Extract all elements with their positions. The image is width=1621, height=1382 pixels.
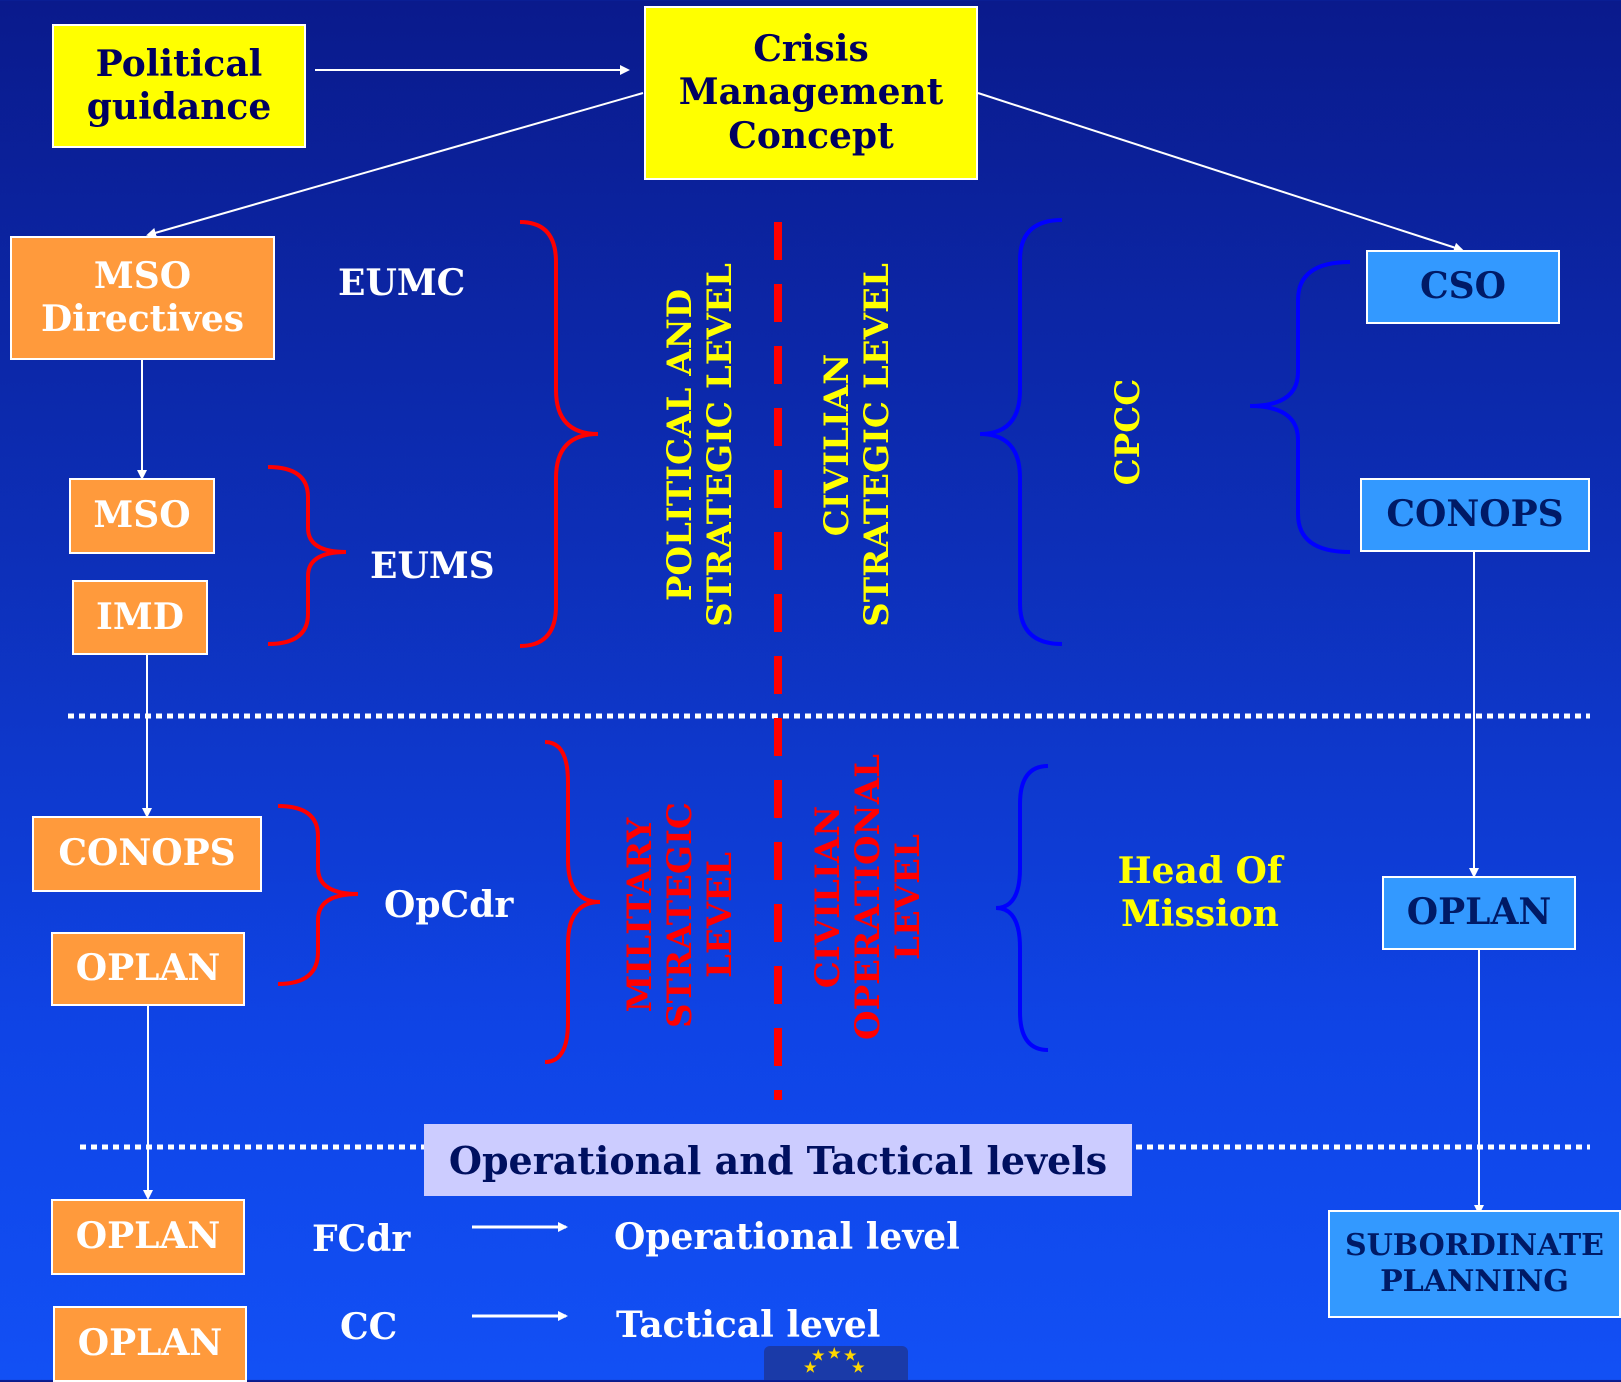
oplan-right-box: OPLAN — [1382, 876, 1576, 950]
subordinate-planning-box: SUBORDINATE PLANNING — [1328, 1210, 1621, 1318]
eumc-label: EUMC — [338, 262, 466, 304]
mso-text: MSO — [93, 494, 191, 537]
oplan-tactical-box: OPLAN — [53, 1306, 247, 1382]
oplan-left-box: OPLAN — [51, 932, 245, 1006]
fcdr-label: FCdr — [312, 1218, 411, 1260]
mso-box: MSO — [69, 478, 215, 554]
cc-label: CC — [340, 1306, 398, 1348]
mso-directives-box: MSO Directives — [10, 236, 275, 360]
imd-text: IMD — [96, 595, 184, 638]
eums-label: EUMS — [370, 545, 495, 587]
eu-flag-icon: ★ ★ ★ ★ ★ — [764, 1346, 908, 1380]
arrow-cmc-to-mso-directives — [146, 92, 644, 238]
conops-right-text: CONOPS — [1386, 493, 1564, 536]
political-guidance-box: Political guidance — [52, 24, 306, 148]
conops-left-text: CONOPS — [58, 832, 236, 875]
cso-box: CSO — [1366, 250, 1560, 324]
red-brace-political — [519, 220, 599, 648]
conops-right-box: CONOPS — [1360, 478, 1590, 552]
political-strategic-level-label: POLITICAL AND STRATEGIC LEVEL — [660, 263, 741, 627]
head-of-mission-label: Head Of Mission — [1117, 850, 1283, 936]
political-guidance-text: Political guidance — [86, 42, 272, 128]
red-brace-eums — [267, 465, 347, 646]
opcdr-label: OpCdr — [384, 884, 514, 926]
blue-brace-cpcc — [979, 218, 1063, 646]
red-brace-opcdr — [277, 804, 359, 986]
subordinate-planning-text: SUBORDINATE PLANNING — [1344, 1228, 1605, 1299]
military-strategic-level-label: MILITARY STRATEGIC LEVEL — [620, 802, 741, 1028]
conops-left-box: CONOPS — [32, 816, 262, 892]
mso-directives-text: MSO Directives — [40, 254, 245, 340]
red-brace-military — [544, 740, 601, 1064]
cso-text: CSO — [1419, 265, 1506, 308]
oplan-left-text: OPLAN — [75, 947, 221, 990]
blue-brace-cso-conops — [1249, 260, 1351, 554]
cpcc-label: CPCC — [1108, 378, 1148, 486]
banner-text: Operational and Tactical levels — [448, 1137, 1108, 1183]
oplan-tactical-text: OPLAN — [77, 1322, 223, 1365]
oplan-operational-text: OPLAN — [75, 1215, 221, 1258]
blue-brace-head-of-mission — [995, 764, 1049, 1052]
oplan-operational-box: OPLAN — [51, 1199, 245, 1275]
civilian-strategic-level-label: CIVILIAN STRATEGIC LEVEL — [817, 263, 898, 627]
operational-tactical-banner: Operational and Tactical levels — [424, 1124, 1132, 1196]
crisis-management-concept-text: Crisis Management Concept — [678, 28, 944, 157]
arrow-cmc-to-cso — [977, 92, 1464, 253]
tactical-level-label: Tactical level — [616, 1304, 881, 1346]
oplan-right-text: OPLAN — [1406, 891, 1552, 934]
crisis-management-concept-box: Crisis Management Concept — [644, 6, 978, 180]
imd-box: IMD — [72, 580, 208, 655]
civilian-operational-level-label: CIVILIAN OPERATIONAL LEVEL — [808, 753, 929, 1041]
operational-level-label: Operational level — [614, 1216, 960, 1258]
